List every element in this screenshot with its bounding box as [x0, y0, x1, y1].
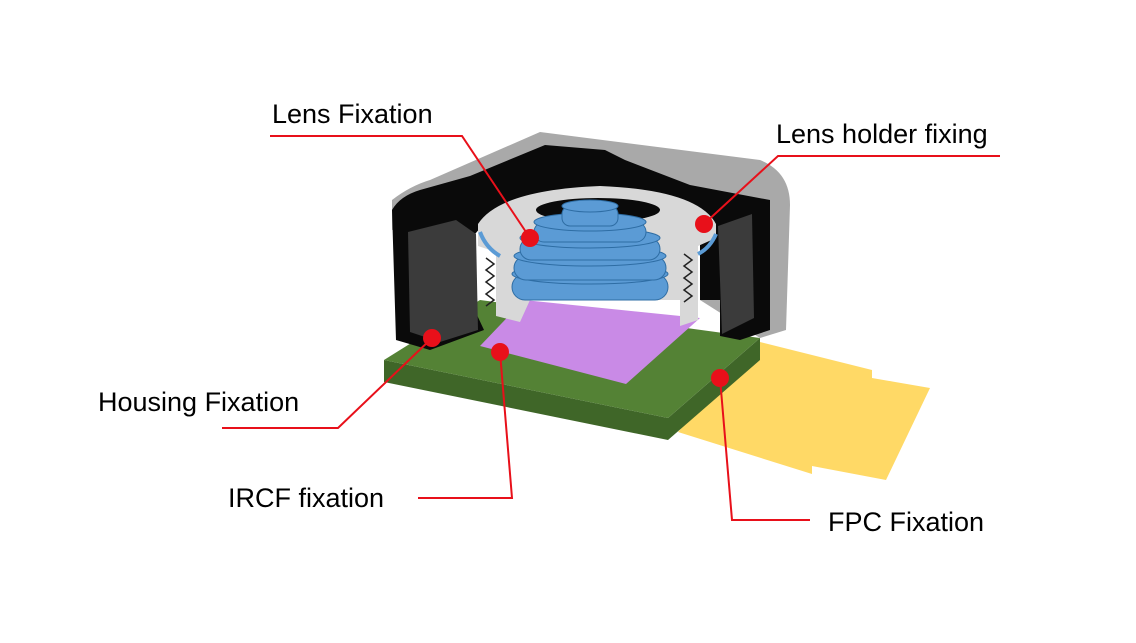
- label-fpc-fixation: FPC Fixation: [828, 507, 985, 537]
- leader-fpc-fixation: [719, 377, 810, 521]
- label-housing-fixation: Housing Fixation: [98, 387, 300, 417]
- lens-stack: [511, 199, 669, 301]
- housing-right-inner-wall: [718, 214, 754, 334]
- holder-blue-accent-left: [478, 231, 502, 258]
- marker-lens-fixation: [521, 229, 539, 247]
- spring-left: [484, 257, 496, 307]
- housing-left-inner-wall: [408, 220, 478, 342]
- marker-ircf-fixation: [491, 343, 509, 361]
- marker-lens-holder-fixing: [695, 215, 713, 233]
- pcb-board-side: [384, 360, 668, 440]
- leader-ircf-fixation: [418, 351, 514, 499]
- leader-housing-fixation: [222, 337, 433, 429]
- marker-fpc-fixation: [711, 369, 729, 387]
- leader-lens-fixation: [270, 135, 531, 239]
- label-lens-holder-fixing: Lens holder fixing: [776, 119, 988, 149]
- holder-blue-accent-right: [697, 233, 718, 256]
- ircf-filter: [480, 300, 700, 384]
- pcb-board-side-right: [668, 338, 760, 440]
- leader-lens-holder-fixing: [703, 155, 1000, 225]
- label-lens-fixation: Lens Fixation: [272, 99, 433, 129]
- marker-housing-fixation: [423, 329, 441, 347]
- spring-right: [682, 253, 694, 303]
- label-ircf-fixation: IRCF fixation: [228, 483, 385, 513]
- housing-black-frame: [392, 145, 770, 350]
